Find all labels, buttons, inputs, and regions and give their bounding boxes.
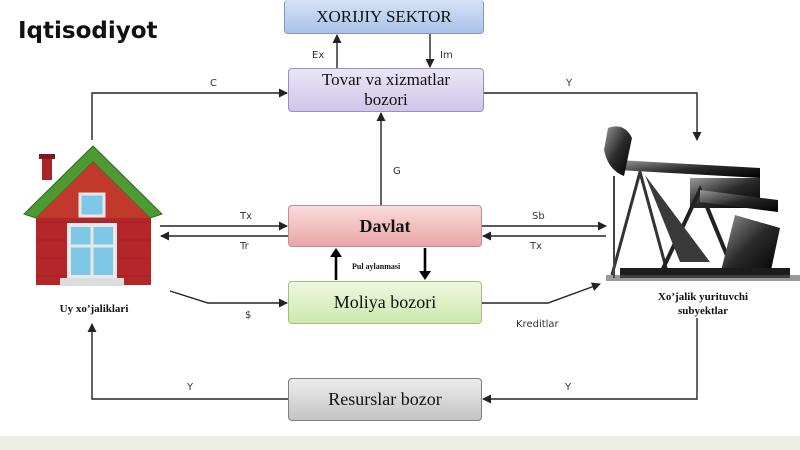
goods-income-arrow — [484, 92, 702, 141]
resource-income-label-right: Y — [565, 382, 572, 393]
goods-income-label: Y — [566, 78, 573, 89]
goods-market-label-line2: bozori — [364, 90, 408, 109]
page-title: Iqtisodiyot — [18, 18, 158, 44]
resource-income-label-left: Y — [187, 382, 194, 393]
imports-label: Im — [440, 50, 453, 61]
savings-label: $ — [245, 310, 252, 321]
consumption-arrow — [91, 88, 288, 140]
goods-market-label-line1: Tovar va xizmatlar — [321, 70, 451, 90]
money-circulation-label: Pul aylanmasi — [352, 262, 401, 271]
household-taxes-label: Tx — [240, 211, 253, 222]
credits-label: Kreditlar — [516, 319, 559, 330]
house-icon — [23, 145, 163, 286]
oil-pump-icon — [604, 126, 800, 281]
subsidies-label: Sb — [532, 211, 545, 222]
firms-label: Xo’jalik yurituvchi subyektlar — [628, 290, 778, 319]
transfers-label: Tr — [240, 241, 249, 252]
firm-taxes-label: Tx — [530, 241, 543, 252]
foreign-sector-box: XORIJIY SEKTOR — [284, 0, 484, 34]
government-spending-label: G — [393, 166, 401, 177]
consumption-label: C — [210, 78, 217, 89]
government-box: Davlat — [288, 205, 482, 247]
households-label: Uy xo’jaliklari — [59, 303, 129, 315]
credits-arrow — [482, 282, 601, 304]
savings-arrow — [169, 290, 288, 308]
financial-market-box: Moliya bozori — [288, 281, 482, 324]
resource-income-arrow-left — [87, 323, 288, 400]
goods-market-box: Tovar va xizmatlar bozori — [288, 68, 484, 112]
resource-income-arrow-right — [482, 318, 698, 404]
firms-label-line2: subyektlar — [677, 305, 729, 318]
exports-label: Ex — [312, 50, 325, 61]
firms-label-line1: Xo’jalik yurituvchi — [657, 291, 749, 303]
resource-market-box: Resurslar bozor — [288, 378, 482, 421]
footer-strip — [0, 436, 800, 450]
